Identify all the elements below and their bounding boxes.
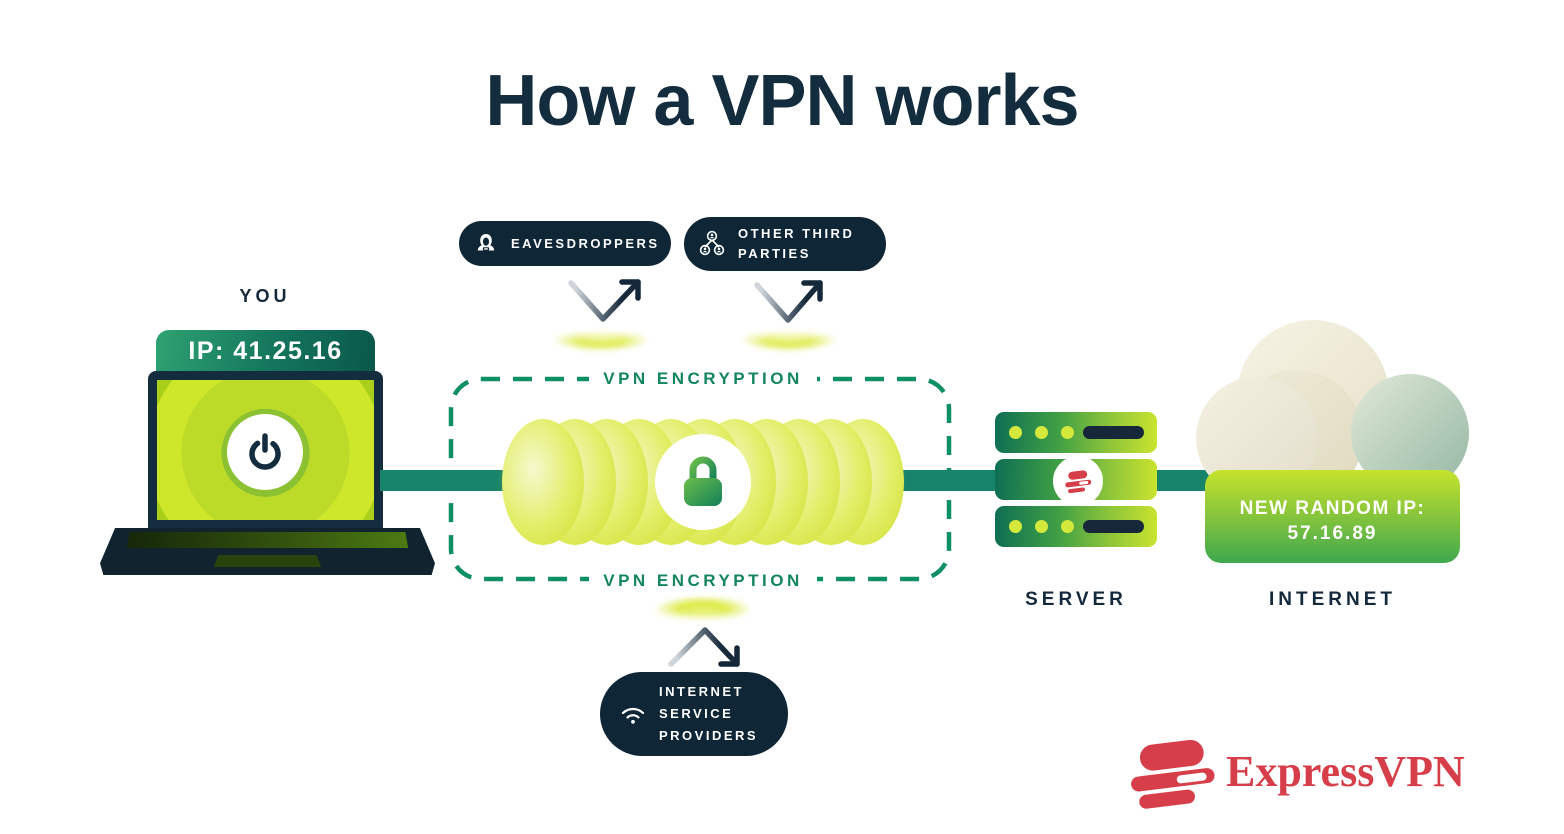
brand-wordmark: ExpressVPN: [1226, 747, 1465, 796]
laptop-keyboard: [126, 532, 409, 548]
laptop-trackpad: [213, 555, 322, 567]
vpn-encryption-label-top: VPN ENCRYPTION: [543, 369, 863, 389]
server-led: [1061, 520, 1074, 533]
server-unit-top: [995, 412, 1157, 453]
deflection-glow: [637, 594, 769, 628]
internet-label: INTERNET: [1269, 589, 1396, 610]
server-unit-bottom: [995, 506, 1157, 547]
power-icon: [249, 433, 281, 470]
wifi-icon: [621, 707, 645, 724]
other-third-parties-label: OTHER THIRD PARTIES: [738, 226, 855, 261]
server-drive-slot: [1083, 520, 1144, 533]
server-led: [1061, 426, 1074, 439]
deflection-glow: [536, 326, 666, 356]
expressvpn-logo-icon: [1063, 469, 1092, 493]
people-network-icon: [699, 230, 725, 256]
server-brand-badge: [1053, 456, 1103, 506]
expressvpn-logo-icon: [1126, 735, 1223, 811]
server-led: [1035, 520, 1048, 533]
new-ip-title: NEW RANDOM IP:: [1239, 498, 1426, 519]
isp-badge: INTERNET SERVICE PROVIDERS: [600, 672, 788, 756]
spy-icon: [477, 233, 495, 251]
you-label: YOU: [239, 286, 291, 306]
vpn-encryption-label-bottom: VPN ENCRYPTION: [543, 571, 863, 591]
server-led: [1035, 426, 1048, 439]
server-label: SERVER: [1025, 589, 1127, 610]
server-led: [1009, 426, 1022, 439]
power-button[interactable]: [227, 414, 303, 490]
laptop-base: [100, 528, 435, 575]
eavesdroppers-label: EAVESDROPPERS: [511, 235, 660, 251]
eavesdroppers-badge: EAVESDROPPERS: [459, 221, 671, 266]
other-third-parties-badge: OTHER THIRD PARTIES: [684, 217, 886, 271]
tunnel-coil: [502, 419, 584, 545]
new-ip-box: NEW RANDOM IP: 57.16.89: [1205, 470, 1460, 563]
encryption-lock-badge: [655, 434, 751, 530]
lock-icon: [684, 456, 722, 506]
new-ip-value: 57.16.89: [1287, 523, 1378, 544]
isp-label: INTERNET SERVICE PROVIDERS: [659, 684, 759, 743]
server-led: [1009, 520, 1022, 533]
server-drive-slot: [1083, 426, 1144, 439]
deflection-glow: [724, 326, 854, 356]
page-title: How a VPN works: [485, 61, 1079, 141]
laptop-screen: [148, 371, 383, 529]
